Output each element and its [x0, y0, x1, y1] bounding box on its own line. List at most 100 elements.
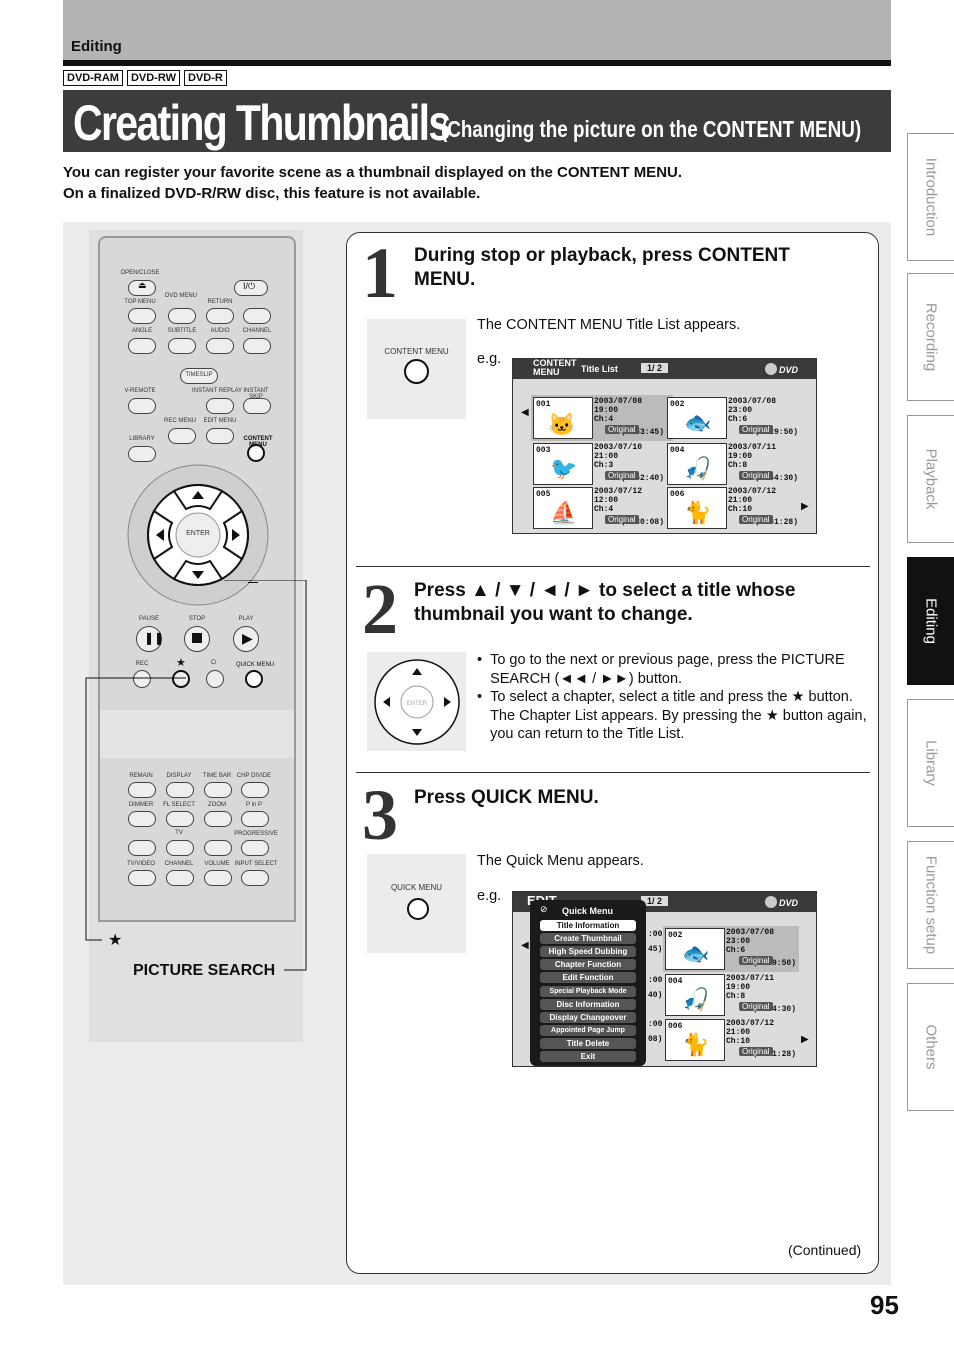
quick-item-disc-information[interactable]: Disc Information	[540, 999, 636, 1010]
enter-button[interactable]	[170, 514, 230, 554]
quick-item-edit-function[interactable]: Edit Function	[540, 972, 636, 983]
open-close-button[interactable]: ⏏	[128, 280, 156, 296]
partial-1: :00	[648, 930, 663, 939]
tab-editing[interactable]: Editing	[907, 557, 954, 685]
tab-recording[interactable]: Recording	[907, 273, 954, 401]
return-button[interactable]	[206, 308, 234, 324]
play-button[interactable]: ▶	[233, 626, 259, 652]
chp-divide-button[interactable]	[241, 782, 269, 798]
quick-item-title-delete[interactable]: Title Delete	[540, 1038, 636, 1049]
vremote-button[interactable]	[128, 398, 156, 414]
step-2-bullet-2-text: To select a chapter, select a title and …	[490, 689, 867, 742]
power-button[interactable]: I/⏻	[234, 280, 268, 296]
channel-down-button[interactable]	[243, 338, 271, 354]
label-dvd-menu: DVD MENU	[164, 293, 197, 299]
tab-function-setup[interactable]: Function setup	[907, 841, 954, 969]
rec-menu-button[interactable]	[168, 428, 196, 444]
dimmer-button[interactable]	[128, 811, 156, 827]
item-001-ch: Ch:4	[594, 415, 614, 424]
cat-fish-icon: 🐈	[684, 500, 712, 525]
item-002-date: 2003/07/08 23:00	[726, 928, 775, 946]
tab-playback[interactable]: Playback	[907, 415, 954, 543]
page-right-arrow-icon: ▶	[801, 1034, 809, 1045]
tab-function-setup-label: Function setup	[922, 855, 940, 955]
quick-item-high-speed-dubbing[interactable]: High Speed Dubbing	[540, 946, 636, 957]
remote-cover	[100, 710, 294, 758]
cat-fish-icon: 🐈	[682, 1032, 710, 1057]
quick-item-create-thumbnail[interactable]: Create Thumbnail	[540, 933, 636, 944]
tab-library[interactable]: Library	[907, 699, 954, 827]
tv-channel-up-button[interactable]	[166, 840, 194, 856]
pause-button[interactable]: ❚❚	[136, 626, 164, 652]
step-2-heading: Press ▲ / ▼ / ◄ / ► to select a title wh…	[414, 580, 796, 625]
label-channel-2: CHANNEL	[164, 861, 194, 867]
item-006-dur: (0:51:28)	[752, 1050, 796, 1059]
tab-others[interactable]: Others	[907, 983, 954, 1111]
audio-button[interactable]	[206, 338, 234, 354]
tv-channel-down-button[interactable]	[166, 870, 194, 886]
tab-library-label: Library	[922, 740, 940, 786]
input-select-button[interactable]	[241, 870, 269, 886]
edit-menu-button[interactable]	[206, 428, 234, 444]
navigation-pad-icon: ENTER	[374, 659, 460, 745]
remain-button[interactable]	[128, 782, 156, 798]
item-003-tag: Original	[605, 471, 639, 480]
fish-icon: 🐟	[682, 941, 710, 966]
item-005-date: 2003/07/12 12:00	[594, 487, 643, 505]
tv-video-button[interactable]	[128, 870, 156, 886]
p-in-p-button[interactable]	[241, 811, 269, 827]
quick-item-chapter-function[interactable]: Chapter Function	[540, 959, 636, 970]
rec-button[interactable]	[133, 670, 151, 688]
label-zoom: ZOOM	[208, 802, 226, 808]
quick-item-special-playback[interactable]: Special Playback Mode	[540, 986, 636, 997]
volume-up-button[interactable]	[204, 840, 232, 856]
play-icon: ▶	[242, 630, 253, 646]
quick-menu-button[interactable]	[245, 670, 263, 688]
star-button[interactable]	[172, 670, 190, 688]
remote-fade	[98, 922, 296, 934]
item-006-tag: Original	[739, 515, 773, 524]
item-003-date: 2003/07/10 21:00	[594, 443, 643, 461]
progressive-button[interactable]	[241, 840, 269, 856]
circle-button[interactable]	[206, 670, 224, 688]
quick-item-appointed-page-jump[interactable]: Appointed Page Jump	[540, 1025, 636, 1036]
quick-item-display-changeover[interactable]: Display Changeover	[540, 1012, 636, 1023]
fl-select-button[interactable]	[166, 811, 194, 827]
dvd-menu-button[interactable]	[168, 308, 196, 324]
volume-down-button[interactable]	[204, 870, 232, 886]
time-bar-button[interactable]	[204, 782, 232, 798]
top-menu-button[interactable]	[128, 308, 156, 324]
channel-up-button[interactable]	[243, 308, 271, 324]
item-005-ch: Ch:4	[594, 505, 614, 514]
label-progressive: PROGRESSIVE	[234, 831, 278, 837]
navigation-ring	[127, 464, 269, 606]
stop-button[interactable]	[184, 626, 210, 652]
label-play: PLAY	[238, 616, 254, 622]
item-004-date: 2003/07/11 19:00	[728, 443, 777, 461]
quick-item-exit[interactable]: Exit	[540, 1051, 636, 1062]
content-menu-button[interactable]	[247, 444, 265, 462]
library-button[interactable]	[128, 446, 156, 462]
display-button[interactable]	[166, 782, 194, 798]
tv-power-button[interactable]	[128, 840, 156, 856]
angle-button[interactable]	[128, 338, 156, 354]
zoom-button[interactable]	[204, 811, 232, 827]
page-right-arrow-icon: ▶	[801, 501, 809, 512]
item-004-tag: Original	[739, 471, 773, 480]
intro-text: You can register your favorite scene as …	[63, 162, 682, 204]
instant-replay-button[interactable]	[206, 398, 234, 414]
tab-introduction[interactable]: Introduction	[907, 133, 954, 261]
thumb-004-num: 004	[670, 446, 685, 455]
quick-item-title-information[interactable]: Title Information	[540, 920, 636, 931]
tab-editing-label: Editing	[922, 598, 940, 644]
timeslip-button[interactable]: TIMESLIP	[180, 368, 218, 384]
label-dimmer: DIMMER	[128, 802, 154, 808]
item-006-ch: Ch:10	[726, 1037, 751, 1046]
instant-skip-button[interactable]	[243, 398, 271, 414]
thumb-006: 006🐈	[665, 1019, 725, 1061]
label-tv-video: TV/VIDEO	[126, 861, 155, 867]
thumb-001-num: 001	[536, 400, 551, 409]
subtitle-button[interactable]	[168, 338, 196, 354]
label-remain: REMAIN	[129, 773, 153, 779]
